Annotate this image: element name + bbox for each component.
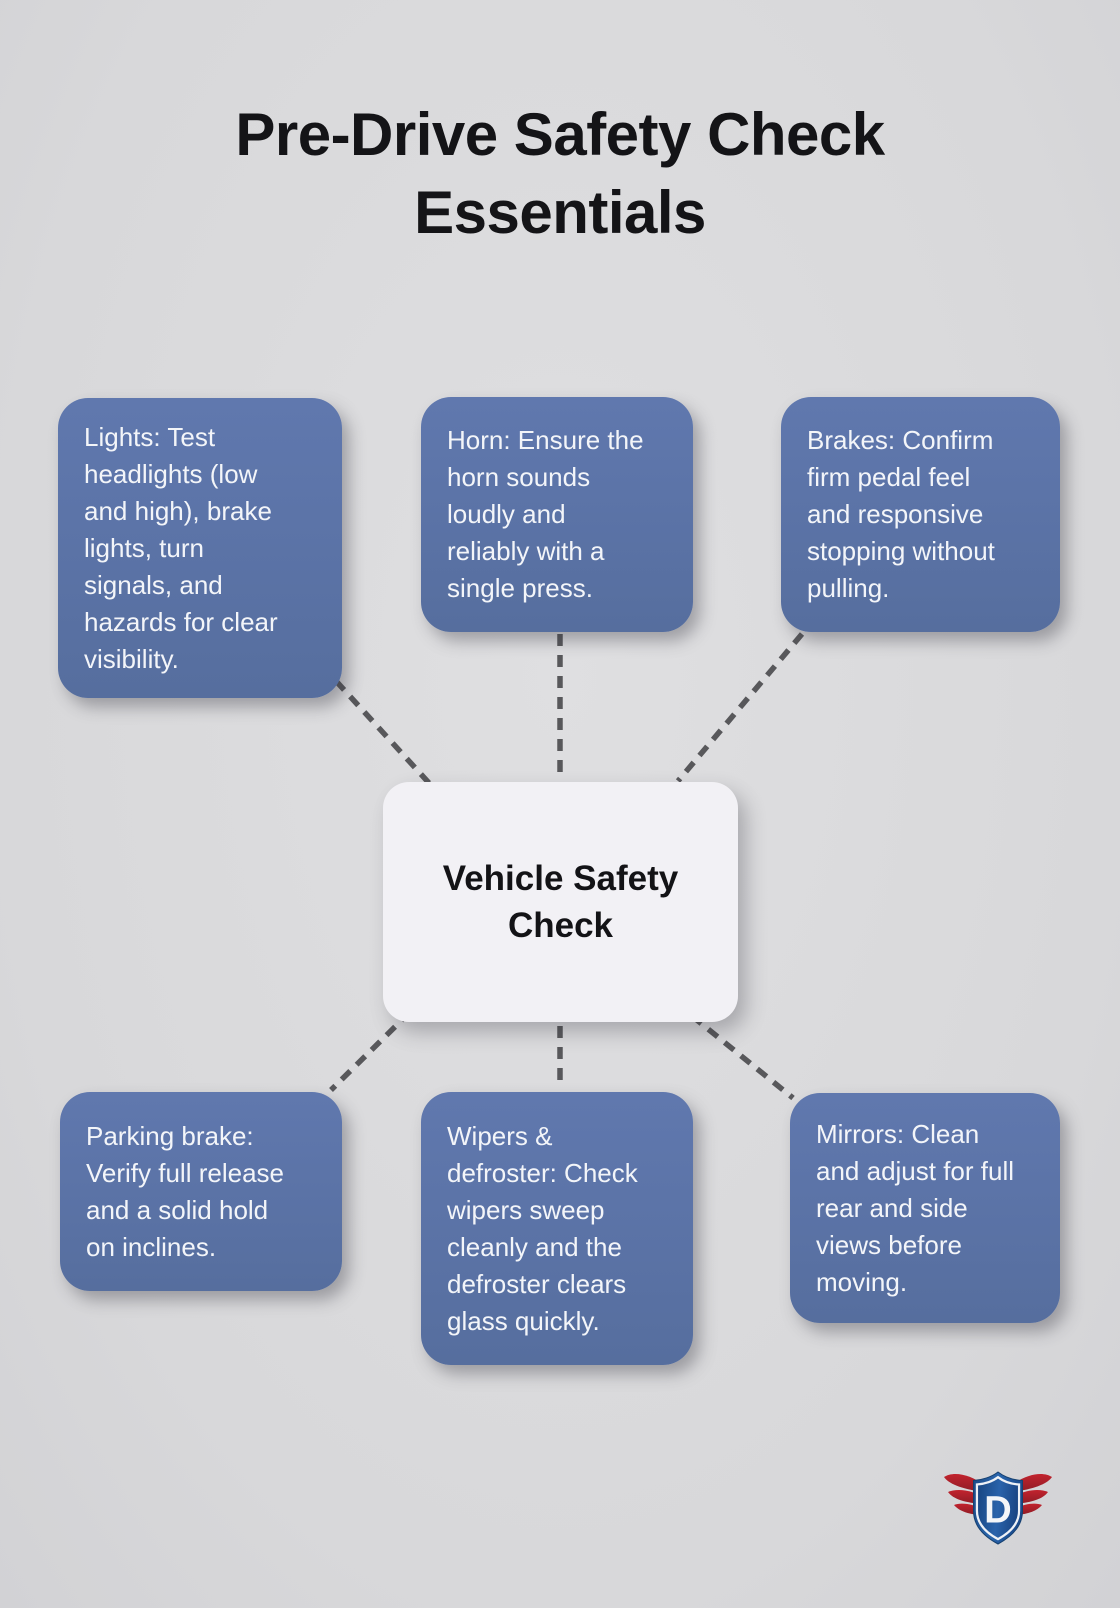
node-parking-brake-text: Parking brake: Verify full release and a… bbox=[86, 1120, 284, 1262]
shield-logo-icon: D bbox=[944, 1471, 1052, 1545]
node-horn: Horn: Ensure the horn sounds loudly and … bbox=[421, 397, 693, 632]
node-mirrors-text: Mirrors: Clean and adjust for full rear … bbox=[816, 1118, 1015, 1297]
node-horn-text: Horn: Ensure the horn sounds loudly and … bbox=[447, 425, 644, 603]
connector-brakes bbox=[675, 632, 805, 783]
node-lights: Lights: Test headlights (low and high), … bbox=[58, 398, 342, 698]
node-brakes-text: Brakes: Confirm firm pedal feel and resp… bbox=[807, 425, 995, 603]
node-lights-text: Lights: Test headlights (low and high), … bbox=[84, 421, 278, 674]
node-parking-brake: Parking brake: Verify full release and a… bbox=[60, 1092, 342, 1291]
node-mirrors: Mirrors: Clean and adjust for full rear … bbox=[790, 1093, 1060, 1323]
logo-shield-ring bbox=[975, 1475, 1021, 1541]
logo-letter: D bbox=[984, 1490, 1011, 1532]
connector-mirrors bbox=[690, 1013, 795, 1101]
connector-lights bbox=[333, 679, 432, 785]
node-wipers-defroster-text: Wipers & defroster: Check wipers sweep c… bbox=[447, 1120, 638, 1336]
connector-parking-brake bbox=[329, 1010, 412, 1092]
node-brakes: Brakes: Confirm firm pedal feel and resp… bbox=[781, 397, 1060, 632]
center-node-label: Vehicle Safety Check bbox=[442, 859, 679, 945]
center-node: Vehicle Safety Check bbox=[383, 782, 738, 1022]
page-title: Pre-Drive Safety Check Essentials bbox=[235, 101, 885, 246]
node-wipers-defroster: Wipers & defroster: Check wipers sweep c… bbox=[421, 1092, 693, 1365]
